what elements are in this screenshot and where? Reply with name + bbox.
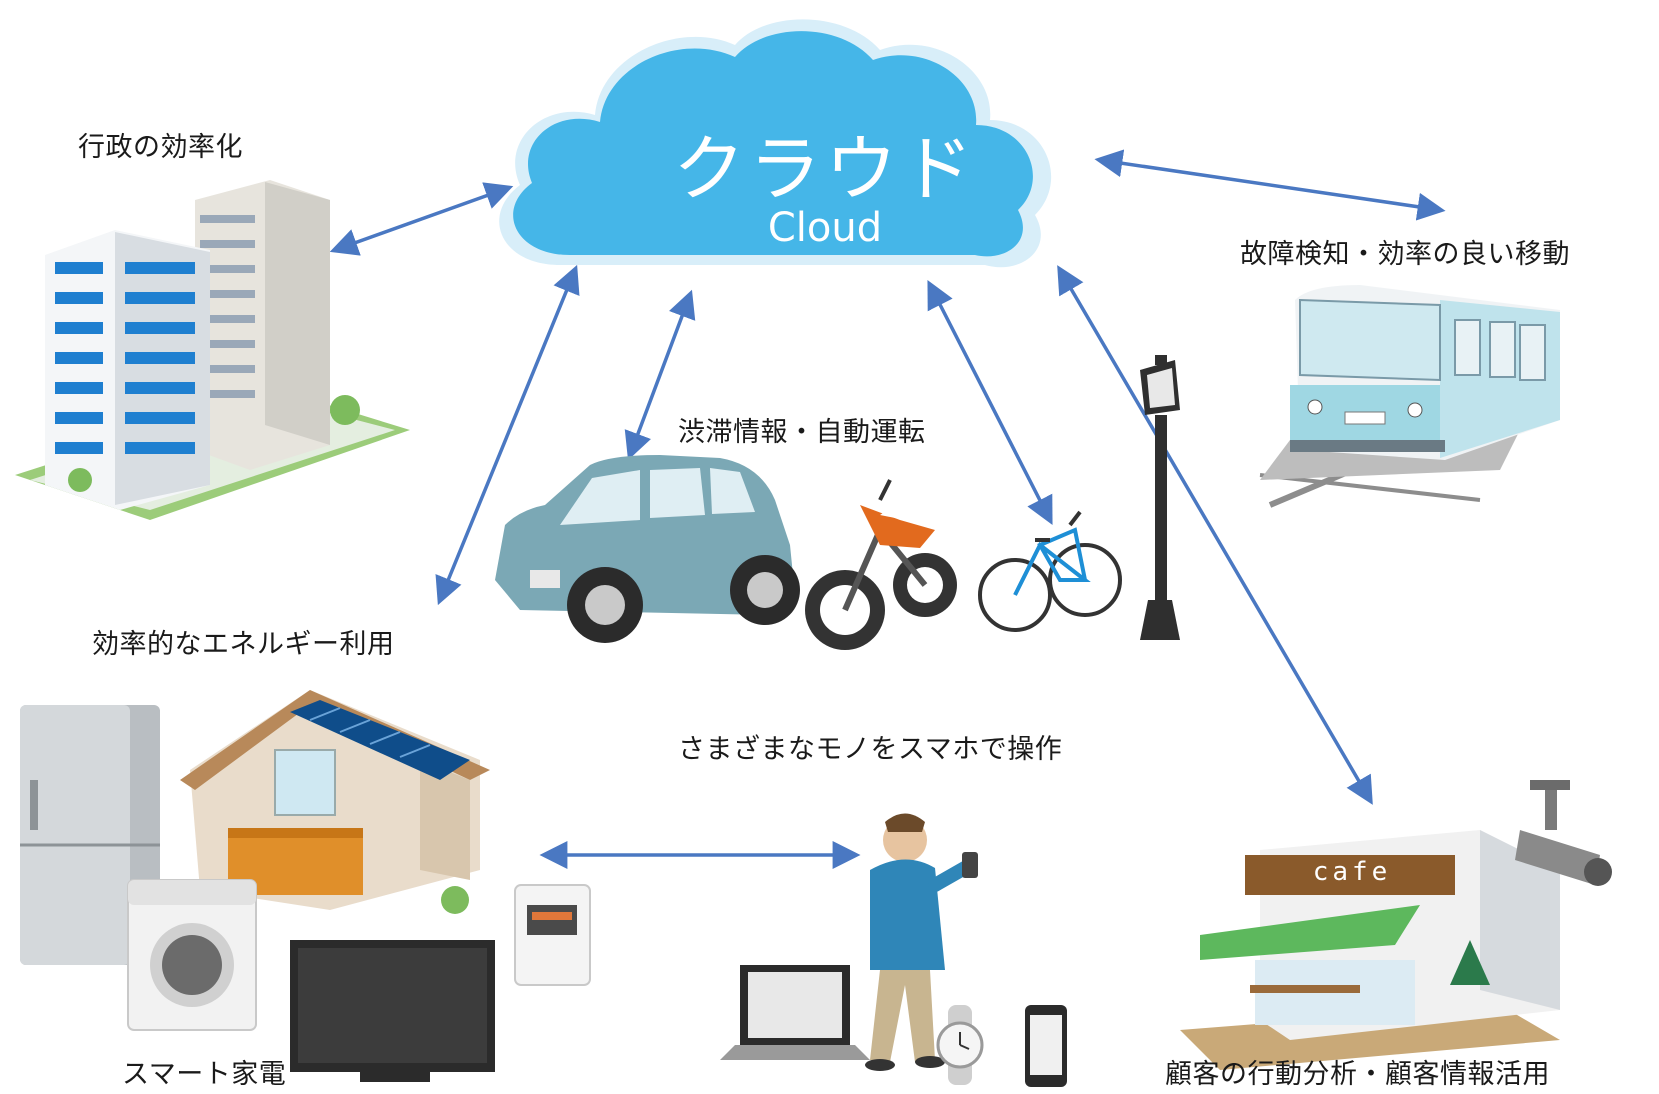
- cafe-icon: [1180, 830, 1560, 1070]
- television-icon: [290, 940, 495, 1082]
- man-with-phone-icon: [865, 813, 978, 1071]
- smartphone-icon: [1025, 1005, 1067, 1087]
- house-solar-icon: [180, 690, 490, 914]
- car-icon: [495, 455, 800, 643]
- label-failure-detection: 故障検知・効率の良い移動: [1240, 239, 1570, 270]
- label-gov-efficiency: 行政の効率化: [78, 132, 243, 163]
- arrow-bicycle: [927, 280, 1053, 525]
- washing-machine-icon: [127, 879, 257, 1031]
- arrow-car: [624, 289, 696, 461]
- label-customer-analysis: 顧客の行動分析・顧客情報活用: [1165, 1059, 1550, 1090]
- label-smartphone-control: さまざまなモノをスマホで操作: [678, 734, 1063, 765]
- label-traffic-info: 渋滞情報・自動運転: [678, 417, 926, 448]
- bicycle-icon: [978, 510, 1122, 632]
- train-icon: [1259, 285, 1560, 508]
- smart-meter-icon: [514, 884, 591, 986]
- cloud-title: クラウド: [672, 127, 977, 211]
- wristwatch-icon: [936, 1005, 984, 1085]
- arrow-energy: [435, 264, 580, 606]
- office-buildings-icon: [15, 180, 410, 520]
- cloud-subtitle: Cloud: [767, 205, 883, 251]
- connection-arrows: [329, 149, 1446, 869]
- motorcycle-icon: [805, 479, 957, 650]
- refrigerator-icon: [20, 705, 160, 965]
- laptop-icon: [720, 965, 870, 1060]
- street-lamp-icon: [1140, 355, 1180, 640]
- arrow-train: [1094, 149, 1446, 221]
- arrow-gov: [329, 182, 514, 256]
- security-camera-icon: [1515, 780, 1612, 886]
- cafe-sign: cafe: [1312, 857, 1392, 887]
- cloud-icon: [499, 19, 1052, 268]
- label-smart-appliances: スマート家電: [122, 1059, 287, 1090]
- arrow-cafe: [1057, 265, 1373, 805]
- label-energy-use: 効率的なエネルギー利用: [92, 629, 395, 660]
